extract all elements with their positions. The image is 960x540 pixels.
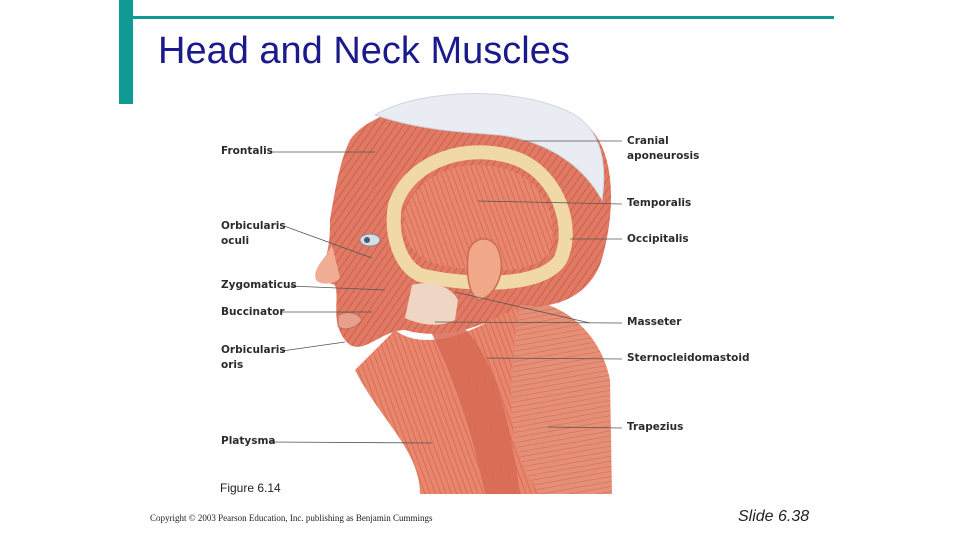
sternocleidomastoid-muscle bbox=[430, 310, 520, 494]
lips bbox=[337, 312, 363, 330]
nose bbox=[315, 245, 340, 284]
figure-caption: Figure 6.14 bbox=[220, 481, 281, 495]
label-frontalis: Frontalis bbox=[221, 145, 273, 157]
label-sternocleidomastoid: Sternocleidomastoid bbox=[627, 352, 750, 364]
temporalis-fascia bbox=[386, 145, 573, 290]
temporalis-muscle bbox=[403, 165, 553, 271]
title-accent-bar-vertical bbox=[119, 0, 133, 104]
slide-number: Slide 6.38 bbox=[738, 508, 810, 525]
label-masseter: Masseter bbox=[627, 316, 682, 328]
label-orbicularis-oris: Orbicularis oris bbox=[221, 344, 286, 371]
label-orbicularis-oculi: Orbicularis oculi bbox=[221, 220, 286, 247]
label-trapezius: Trapezius bbox=[627, 421, 684, 433]
slide-title: Head and Neck Muscles bbox=[158, 30, 570, 72]
label-temporalis: Temporalis bbox=[627, 197, 692, 209]
label-buccinator: Buccinator bbox=[221, 306, 285, 318]
ear bbox=[466, 238, 502, 301]
masseter-muscle bbox=[405, 283, 458, 325]
title-accent-bar-horizontal bbox=[133, 16, 834, 19]
label-cranial-aponeurosis: Cranial aponeurosis bbox=[627, 135, 700, 162]
label-platysma: Platysma bbox=[221, 435, 276, 447]
cranial-aponeurosis bbox=[373, 93, 605, 202]
copyright-notice: Copyright © 2003 Pearson Education, Inc.… bbox=[150, 513, 433, 523]
label-occipitalis: Occipitalis bbox=[627, 233, 689, 245]
label-zygomaticus: Zygomaticus bbox=[221, 279, 297, 291]
